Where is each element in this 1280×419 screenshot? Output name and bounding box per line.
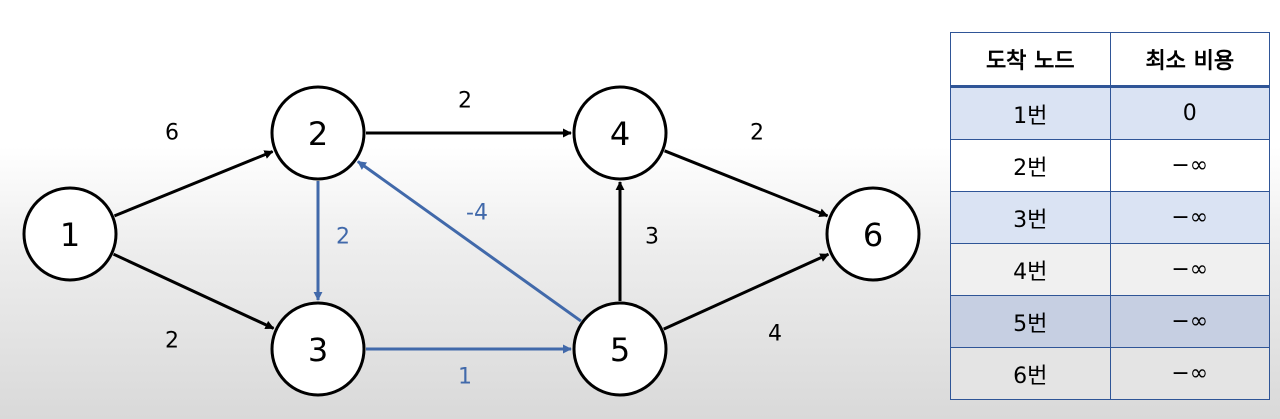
edges: [112, 128, 830, 354]
row-cost: −∞: [1109, 295, 1270, 348]
edge-weight-1-to-2: 6: [165, 121, 179, 146]
node-label: 3: [308, 331, 328, 369]
node-label: 2: [308, 115, 328, 153]
row-cost: −∞: [1109, 139, 1270, 192]
header-destination-node: 도착 노드: [950, 32, 1111, 88]
table-row: 5번 −∞: [950, 295, 1270, 348]
node-label: 6: [863, 216, 883, 254]
row-node: 2번: [950, 139, 1111, 192]
edge-1-to-2: [113, 150, 274, 218]
row-node: 1번: [950, 86, 1111, 140]
node-circle: [572, 85, 668, 181]
node-5: 5: [572, 301, 668, 397]
row-cost: −∞: [1109, 243, 1270, 296]
edge-5-to-6: [663, 252, 830, 331]
edge-5-to-2: [356, 160, 582, 323]
table-header-row: 도착 노드 최소 비용: [950, 32, 1270, 88]
edge-weight-4-to-6: 2: [750, 121, 764, 146]
edge-weight-3-to-5: 1: [458, 365, 472, 390]
min-cost-table: 도착 노드 최소 비용 1번 0 2번 −∞ 3번 −∞ 4번 −∞ 5번 −∞…: [950, 32, 1270, 400]
table-row: 2번 −∞: [950, 139, 1270, 192]
node-2: 2: [270, 85, 366, 181]
row-cost: 0: [1109, 86, 1270, 140]
node-4: 4: [572, 85, 668, 181]
node-circle: [270, 85, 366, 181]
row-cost: −∞: [1109, 347, 1270, 400]
edge-weight-2-to-4: 2: [458, 89, 472, 114]
edge-weight-5-to-6: 4: [768, 322, 782, 347]
node-3: 3: [270, 301, 366, 397]
table-row: 3번 −∞: [950, 191, 1270, 244]
edge-1-to-3: [112, 252, 275, 330]
row-node: 4번: [950, 243, 1111, 296]
edge-4-to-6: [664, 149, 829, 218]
node-6: 6: [825, 186, 921, 282]
node-circle: [270, 301, 366, 397]
node-circle: [825, 186, 921, 282]
edge-weight-2-to-3: 2: [336, 225, 350, 250]
edge-weight-5-to-4: 3: [645, 225, 659, 250]
row-cost: −∞: [1109, 191, 1270, 244]
node-circle: [572, 301, 668, 397]
header-min-cost: 최소 비용: [1109, 32, 1270, 88]
node-circle: [22, 186, 118, 282]
node-label: 1: [60, 216, 80, 254]
node-1: 1: [22, 186, 118, 282]
graph-diagram: 6 2 2 2 1 -4 3 2 4 1 2 3 4 5 6: [22, 85, 921, 397]
row-node: 6번: [950, 347, 1111, 400]
row-node: 3번: [950, 191, 1111, 244]
edge-weights: 6 2 2 2 1 -4 3 2 4: [165, 89, 782, 390]
table-row: 1번 0: [950, 86, 1270, 140]
edge-weight-5-to-2: -4: [466, 201, 488, 226]
nodes: 1 2 3 4 5 6: [22, 85, 921, 397]
edge-weight-1-to-3: 2: [165, 329, 179, 354]
node-label: 5: [610, 331, 630, 369]
node-label: 4: [610, 115, 630, 153]
table-row: 4번 −∞: [950, 243, 1270, 296]
table-row: 6번 −∞: [950, 347, 1270, 400]
row-node: 5번: [950, 295, 1111, 348]
